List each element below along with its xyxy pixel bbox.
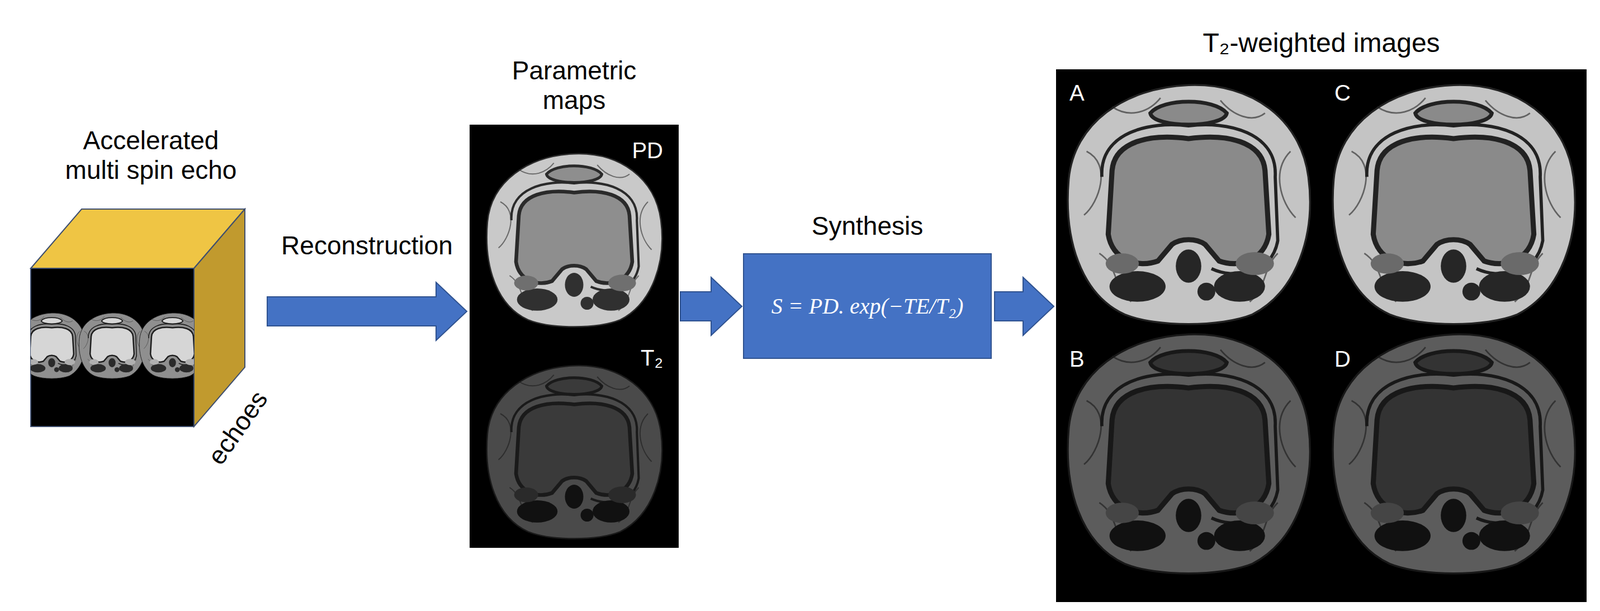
process-box: S = PD. exp(−TE/T₂) xyxy=(742,253,992,359)
echo-stack xyxy=(18,209,245,427)
formula: S = PD. exp(−TE/T₂) xyxy=(771,292,964,320)
step-title: Synthesis xyxy=(742,211,992,241)
t2-knee-image xyxy=(486,365,662,539)
panel-letter: C xyxy=(1334,81,1351,104)
image-tile: C xyxy=(1321,69,1587,336)
image-background xyxy=(469,336,679,548)
weighted-images xyxy=(1056,69,1587,603)
map-tag: PD xyxy=(631,139,664,162)
panel-letter: D xyxy=(1334,347,1351,371)
block-arrow xyxy=(680,277,742,336)
parametric-images xyxy=(469,124,679,548)
knee-image xyxy=(1332,84,1575,325)
image-tile: A xyxy=(1056,69,1322,336)
echo-image xyxy=(78,313,146,379)
pd-map: PD xyxy=(469,124,679,337)
pd-knee-image xyxy=(486,153,662,328)
synthesis-step: S = PD. exp(−TE/T₂) Synthesis xyxy=(742,206,992,359)
map-tag: T₂ xyxy=(640,346,664,369)
edge-label: Reconstruction xyxy=(281,230,453,261)
block-arrow xyxy=(267,282,467,341)
result-panel: T₂-weighted imagesA C B D xyxy=(1056,16,1587,603)
knee-image xyxy=(1332,334,1575,574)
knee-image xyxy=(1067,334,1310,574)
input-stack: Accelerated multi spin echoechoes xyxy=(22,125,263,478)
map-group: Parametric mapsPD T₂ xyxy=(469,55,679,548)
panel-background xyxy=(1056,69,1587,603)
stack-title: Accelerated multi spin echo xyxy=(58,125,244,186)
echo-image xyxy=(30,313,85,379)
image-background xyxy=(469,124,679,337)
knee-image xyxy=(1067,84,1310,325)
block-arrow xyxy=(994,277,1054,336)
group-title: Parametric maps xyxy=(490,55,659,116)
panel-letter: B xyxy=(1069,347,1085,371)
axis-label: echoes xyxy=(202,385,274,471)
stack-side-face xyxy=(193,209,245,427)
t2-map: T₂ xyxy=(469,336,679,548)
image-tile: D xyxy=(1321,335,1587,603)
panel-letter: A xyxy=(1069,81,1085,104)
echo-images xyxy=(30,313,194,379)
image-tile: B xyxy=(1056,335,1322,603)
echo-image xyxy=(139,313,194,379)
panel-title: T₂-weighted images xyxy=(1056,16,1587,70)
